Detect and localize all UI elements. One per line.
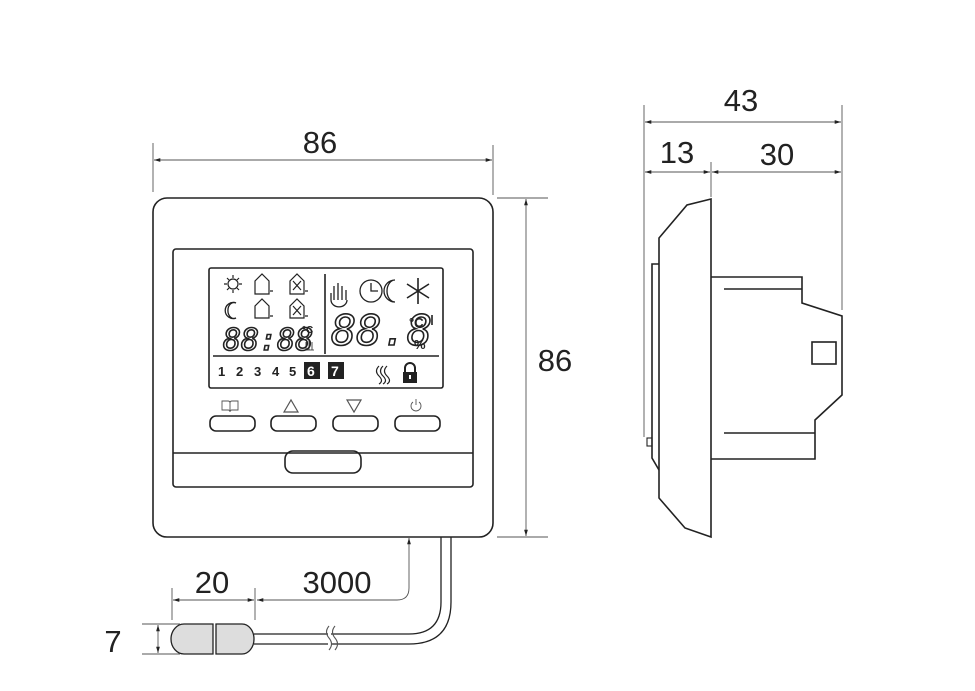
front-plate	[152, 197, 494, 538]
moon-icon-right	[383, 279, 396, 303]
bottom-button	[284, 450, 362, 474]
side-thin-plate	[651, 263, 660, 471]
moon-icon	[224, 301, 237, 320]
time-display: 88:88	[223, 323, 313, 358]
side-body-depth-label: 30	[760, 137, 794, 172]
day-2: 2	[236, 364, 243, 379]
side-total-depth-dimension: 43	[645, 83, 841, 124]
hand-icon	[330, 283, 348, 308]
cable-length-dimension: 3000	[257, 538, 411, 602]
sensor-probe-right	[215, 623, 255, 655]
down-triangle-icon	[345, 399, 363, 414]
side-body-square	[811, 341, 837, 365]
side-plate-depth-dimension: 13	[645, 135, 710, 174]
side-front-plate	[658, 197, 712, 539]
day-5: 5	[289, 364, 296, 379]
day-indicators: 1 2 3 4 5 6 7	[218, 362, 344, 379]
menu-button[interactable]	[209, 415, 256, 432]
sensor-cable	[331, 537, 452, 645]
humidity-percent: %	[414, 337, 426, 352]
home-icon	[254, 273, 273, 295]
side-small-tab	[646, 437, 653, 447]
cable-break-symbol	[325, 625, 339, 651]
floor-sensor	[170, 537, 452, 655]
home-away-night-icon	[289, 298, 308, 319]
menu-button-group	[209, 398, 441, 432]
temperature-celsius-unit: °C	[409, 315, 424, 330]
temperature-display: 88.8	[331, 306, 432, 355]
probe-diameter-dimension: 7	[104, 623, 180, 659]
front-height-dimension: 86	[497, 197, 572, 538]
sensor-cable-end	[254, 633, 328, 645]
front-width-label: 86	[303, 125, 337, 160]
floor-heat-small-icon	[304, 340, 314, 351]
snowflake-icon	[406, 278, 430, 304]
front-width-dimension: 86	[152, 125, 494, 195]
probe-length-dimension: 20	[171, 565, 256, 620]
up-triangle-icon	[282, 398, 300, 413]
probe-diameter-label: 7	[104, 624, 121, 659]
day-1: 1	[218, 364, 225, 379]
side-total-depth-label: 43	[724, 83, 758, 118]
clock-icon	[359, 279, 383, 303]
front-view: 88:88 °C 88.8 °C % 1 2 3 4 5	[104, 125, 572, 659]
home-away-icon	[289, 273, 308, 295]
cable-length-label: 3000	[303, 565, 372, 600]
heating-waves-icon	[375, 365, 391, 385]
sun-icon	[224, 275, 242, 293]
day-7: 7	[331, 363, 339, 379]
up-button[interactable]	[270, 415, 317, 432]
inner-panel	[172, 248, 474, 488]
lcd-screen: 88:88 °C 88.8 °C % 1 2 3 4 5	[208, 267, 444, 389]
menu-book-icon	[221, 400, 239, 413]
side-view: 43 13 30	[643, 83, 843, 539]
day-3: 3	[254, 364, 261, 379]
side-plate-depth-label: 13	[660, 135, 694, 170]
time-celsius-unit: °C	[302, 325, 313, 336]
day-4: 4	[272, 364, 280, 379]
day-6: 6	[307, 363, 315, 379]
power-icon	[410, 399, 422, 412]
sensor-probe-left	[170, 623, 214, 655]
side-body	[711, 276, 843, 460]
front-height-label: 86	[538, 343, 572, 378]
lock-icon	[403, 362, 417, 383]
power-button[interactable]	[394, 415, 441, 432]
probe-length-label: 20	[195, 565, 229, 600]
side-body-depth-dimension: 30	[712, 137, 841, 174]
down-button[interactable]	[332, 415, 379, 432]
home-night-icon	[254, 298, 273, 319]
